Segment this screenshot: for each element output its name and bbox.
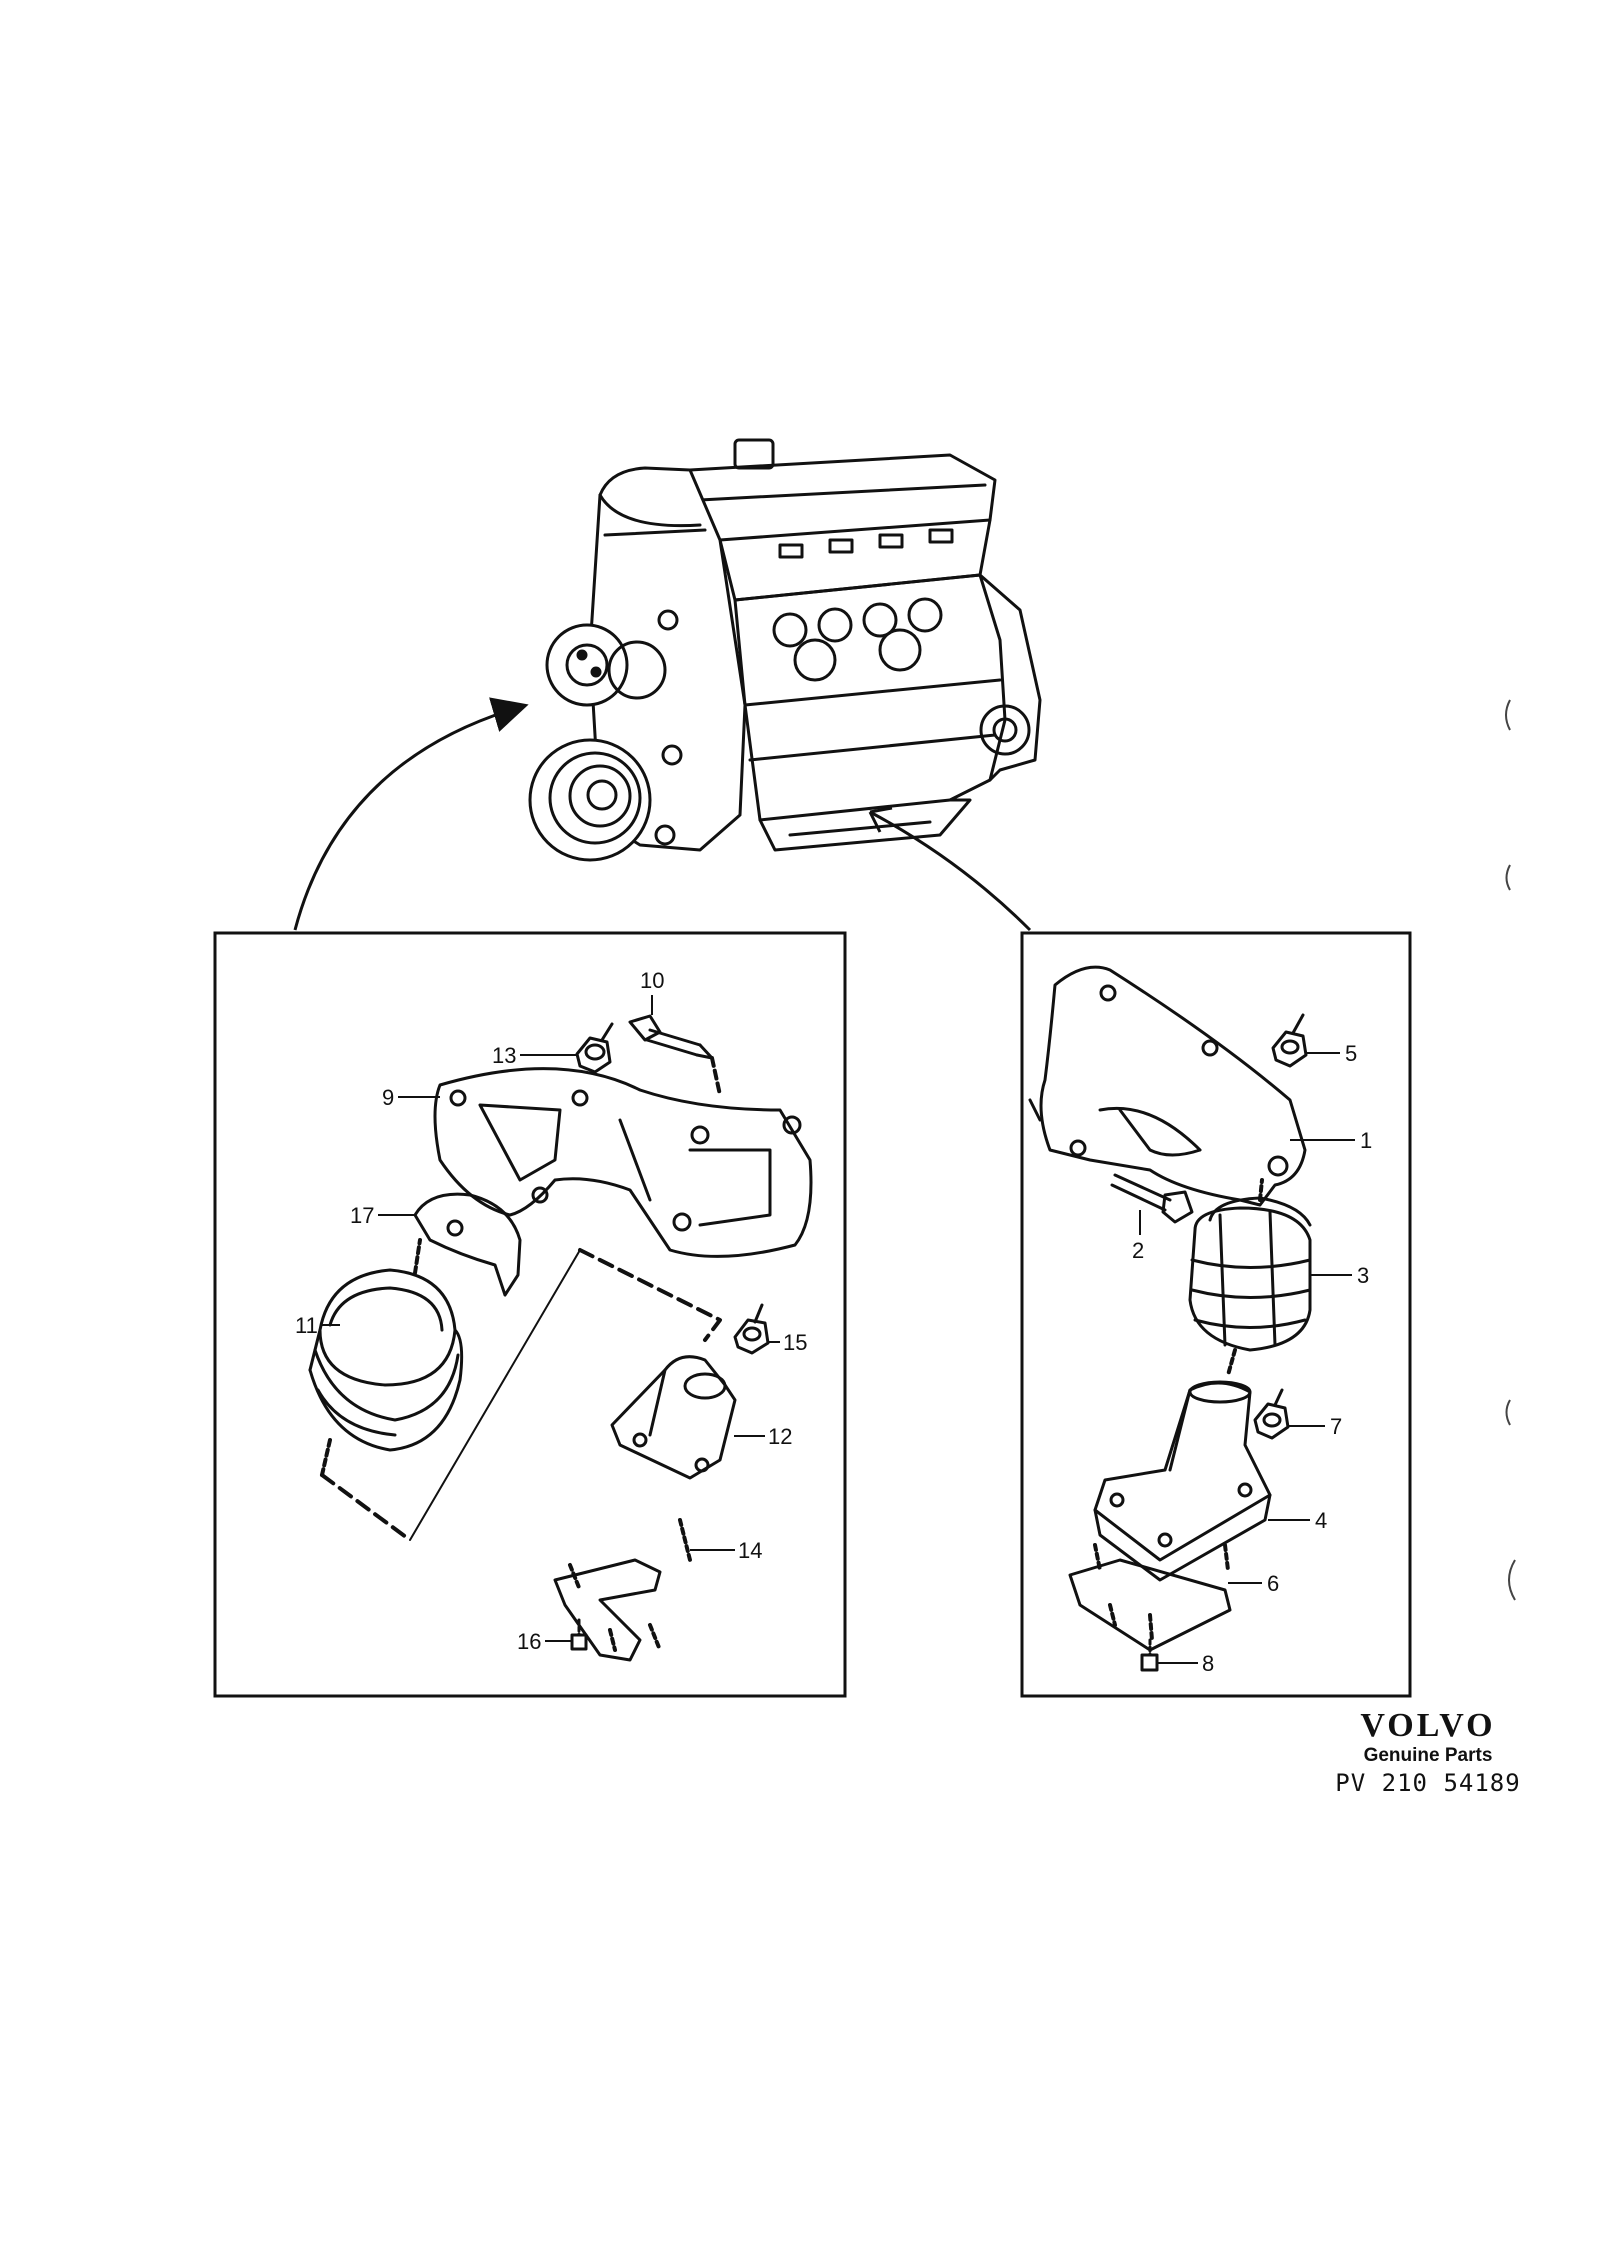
right-connector-arrow <box>869 810 1032 932</box>
bolt-10 <box>628 1014 722 1097</box>
bracket-1 <box>1028 965 1307 1207</box>
nut-7 <box>1253 1388 1290 1440</box>
callout-leaders <box>322 995 1355 1664</box>
mount-12 <box>610 1355 737 1480</box>
callout-11: 11 <box>295 1313 318 1338</box>
callout-9: 9 <box>382 1085 394 1110</box>
callout-2: 2 <box>1132 1238 1144 1263</box>
callout-17: 17 <box>350 1203 374 1228</box>
connector-arrows <box>293 697 1032 932</box>
right-panel-parts <box>1028 965 1312 1672</box>
screw-8 <box>1140 1638 1159 1672</box>
callout-4: 4 <box>1315 1508 1327 1533</box>
left-thin-guide <box>409 1249 581 1541</box>
scan-margin-marks <box>1505 699 1516 1601</box>
left-dashed-guide <box>578 1248 722 1342</box>
callout-1: 1 <box>1360 1128 1372 1153</box>
heat-shield-17 <box>413 1192 522 1297</box>
callout-5: 5 <box>1345 1041 1357 1066</box>
callout-numbers: 10 13 9 17 11 15 12 14 16 5 1 2 3 7 4 6 … <box>295 968 1372 1676</box>
callout-13: 13 <box>492 1043 516 1068</box>
bracket-14 <box>553 1518 692 1662</box>
left-connector-arrow <box>293 697 529 931</box>
callout-10: 10 <box>640 968 664 993</box>
left-panel-parts <box>308 1014 813 1662</box>
plate-6 <box>1068 1543 1232 1652</box>
engine-illustration <box>528 438 1042 862</box>
callout-8: 8 <box>1202 1651 1214 1676</box>
callout-3: 3 <box>1357 1263 1369 1288</box>
callout-7: 7 <box>1330 1414 1342 1439</box>
left-dashed-guide-lower <box>320 1473 412 1542</box>
rubber-mount-11 <box>308 1238 464 1477</box>
pedestal-4 <box>1093 1380 1272 1582</box>
callout-14: 14 <box>738 1538 762 1563</box>
illustration-reference-code: PV 210 54189 <box>1335 1769 1521 1797</box>
nut-13 <box>575 1022 614 1074</box>
footer-brand-block: VOLVO Genuine Parts PV 210 54189 <box>1318 1708 1538 1798</box>
nut-15 <box>733 1303 770 1355</box>
bolt-2 <box>1110 1173 1194 1224</box>
bracket-9 <box>433 1067 813 1258</box>
nut-5 <box>1271 1013 1308 1068</box>
volvo-logo: VOLVO <box>1360 1707 1496 1744</box>
left-panel-frame <box>213 931 847 1698</box>
callout-15: 15 <box>783 1330 807 1355</box>
callout-12: 12 <box>768 1424 792 1449</box>
genuine-parts-label: Genuine Parts <box>1363 1745 1493 1766</box>
screw-16 <box>570 1618 588 1651</box>
right-panel-frame <box>1020 931 1412 1698</box>
callout-6: 6 <box>1267 1571 1279 1596</box>
callout-16: 16 <box>517 1629 541 1654</box>
rubber-mount-3 <box>1188 1178 1312 1377</box>
